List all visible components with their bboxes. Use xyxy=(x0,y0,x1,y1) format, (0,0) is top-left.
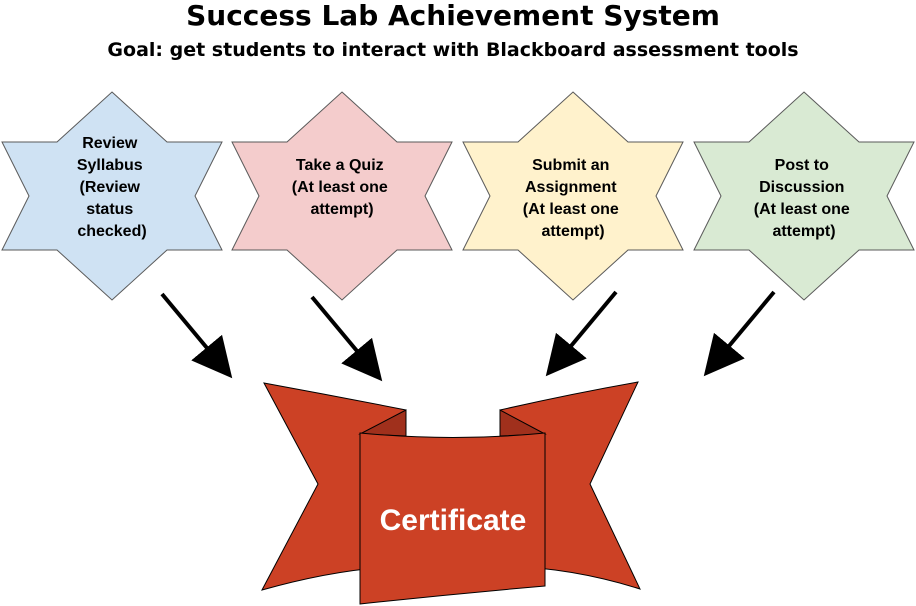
star-label-submit-assignment: Submit an Assignment (At least one attem… xyxy=(523,157,623,240)
certificate-label: Certificate xyxy=(380,504,527,537)
star-label-line: status xyxy=(86,201,133,218)
star-label-line: Post to xyxy=(775,157,829,174)
star-label-take-quiz: Take a Quiz (At least one attempt) xyxy=(292,157,392,218)
star-label-line: (At least one xyxy=(523,201,619,218)
star-label-line: Submit an xyxy=(532,157,609,174)
star-label-line: (Review xyxy=(80,179,141,196)
star-label-line: Syllabus xyxy=(77,157,143,174)
star-label-review-syllabus: Review Syllabus (Review status checked) xyxy=(77,135,147,240)
diagram-title: Success Lab Achievement System xyxy=(186,0,720,32)
arrow-submit-assignment-to-certificate xyxy=(545,290,618,377)
star-label-post-discussion: Post to Discussion (At least one attempt… xyxy=(754,157,854,240)
star-label-line: Assignment xyxy=(525,179,617,196)
ribbon-center-panel xyxy=(359,432,546,605)
star-label-line: Discussion xyxy=(759,179,844,196)
arrow-post-discussion-to-certificate xyxy=(703,290,776,377)
star-label-line: attempt) xyxy=(772,223,835,240)
star-shape-submit-assignment xyxy=(462,91,684,301)
arrow-review-syllabus-to-certificate xyxy=(160,292,233,379)
star-shape-take-quiz xyxy=(231,91,453,301)
diagram-subtitle: Goal: get students to interact with Blac… xyxy=(107,39,798,61)
star-shape-review-syllabus xyxy=(1,91,223,301)
star-label-line: Take a Quiz xyxy=(296,157,384,174)
star-label-line: attempt) xyxy=(310,201,373,218)
star-label-line: checked) xyxy=(77,223,146,240)
star-label-line: attempt) xyxy=(541,223,604,240)
star-label-line: (At least one xyxy=(292,179,388,196)
step-post-discussion: Post to Discussion (At least one attempt… xyxy=(693,91,915,301)
step-review-syllabus: Review Syllabus (Review status checked) xyxy=(1,91,223,301)
star-shape-post-discussion xyxy=(693,91,915,301)
step-submit-assignment: Submit an Assignment (At least one attem… xyxy=(462,91,684,301)
step-take-quiz: Take a Quiz (At least one attempt) xyxy=(231,91,453,301)
star-label-line: (At least one xyxy=(754,201,850,218)
certificate-ribbon: Certificate xyxy=(261,381,641,605)
arrow-take-quiz-to-certificate xyxy=(310,295,383,382)
star-label-line: Review xyxy=(82,135,138,152)
